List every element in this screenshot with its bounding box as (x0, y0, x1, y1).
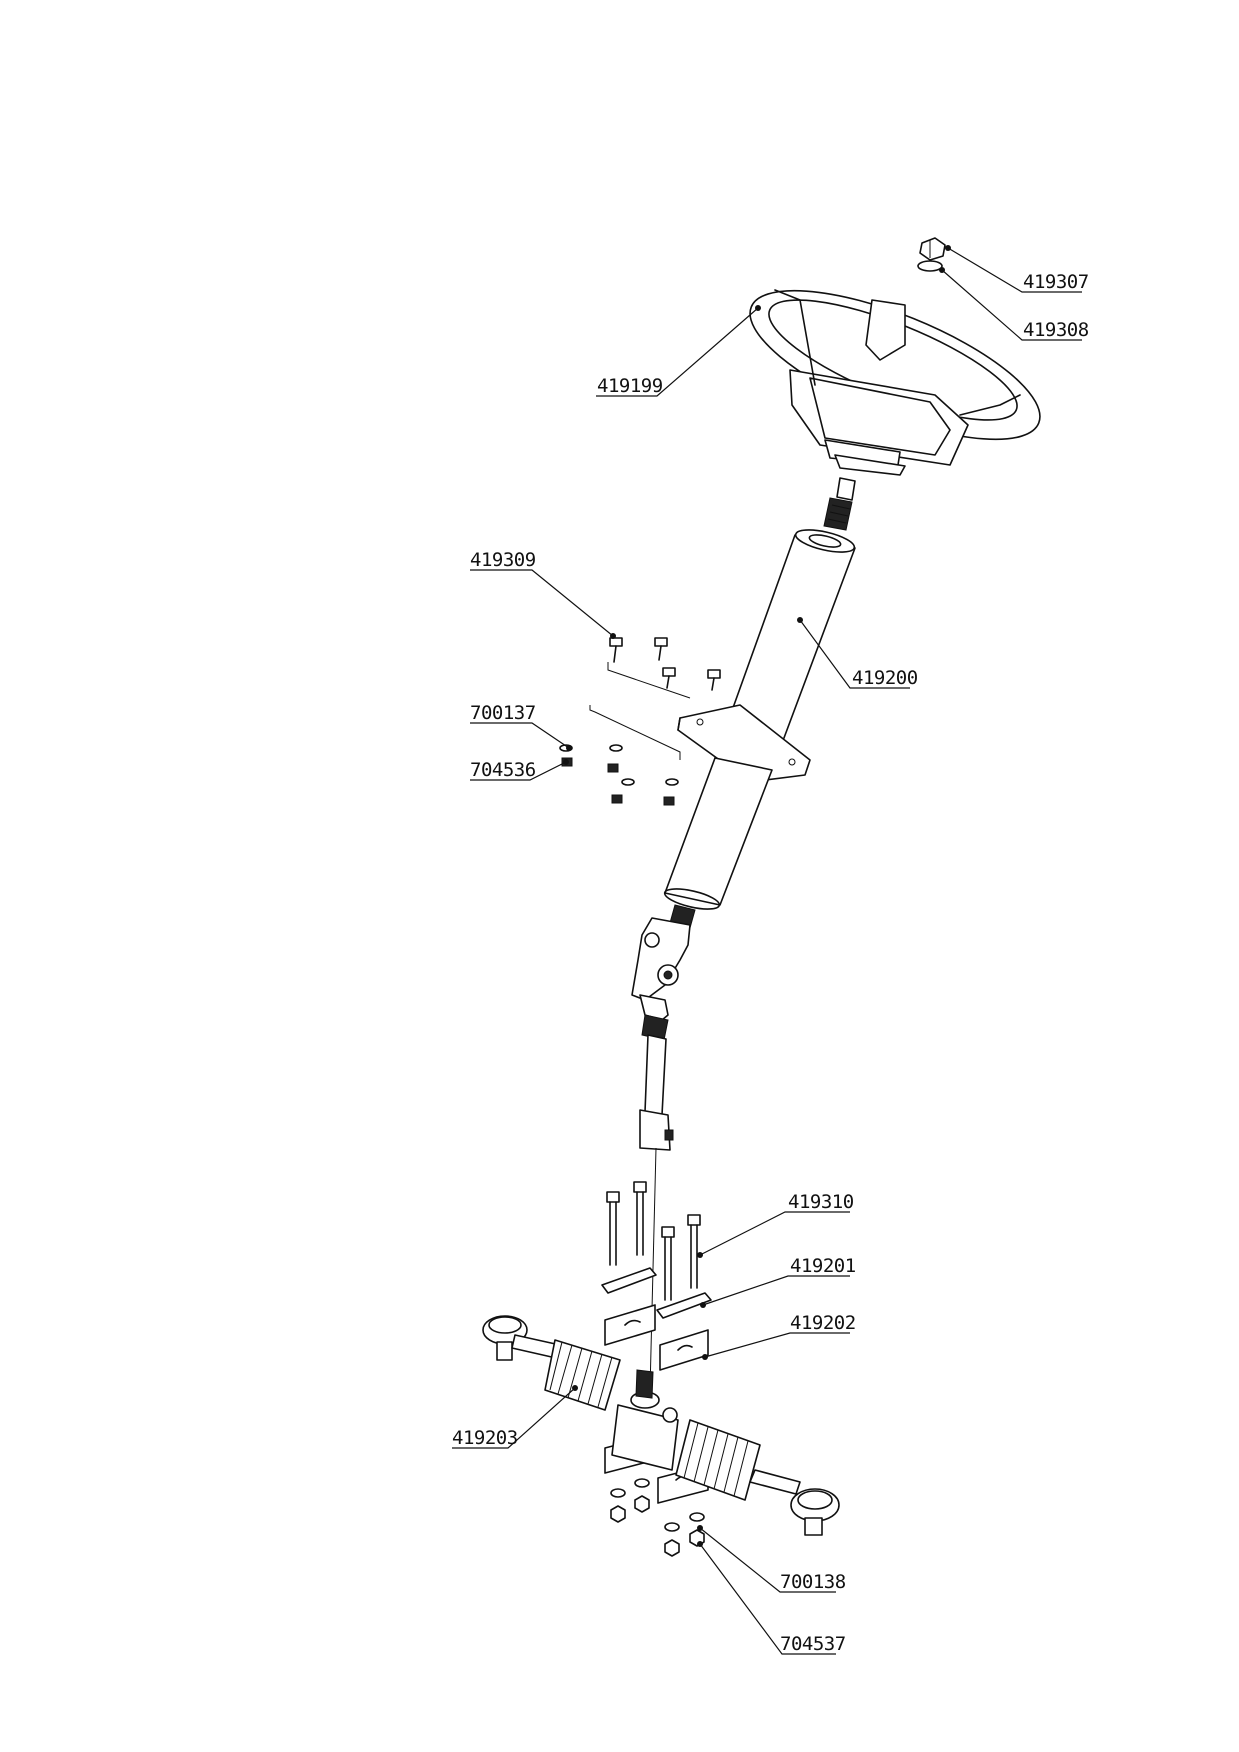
column-mount-bolts (589, 637, 721, 760)
leader-lines (452, 245, 1082, 1655)
callout-labels: 419307 419308 419199 419309 419200 70013… (452, 271, 1089, 1655)
label-700137: 700137 (470, 702, 536, 724)
steering-wheel (749, 289, 1041, 476)
column-washers-nuts (559, 744, 679, 806)
label-419203: 419203 (452, 1427, 518, 1449)
label-700138: 700138 (780, 1571, 846, 1593)
label-419309: 419309 (470, 549, 536, 571)
label-419307: 419307 (1023, 271, 1089, 293)
label-704537: 704537 (780, 1633, 846, 1655)
universal-joint (631, 904, 696, 1041)
shaft-axis (649, 1147, 657, 1391)
label-704536: 704536 (470, 759, 536, 781)
label-419202: 419202 (790, 1312, 856, 1334)
label-419308: 419308 (1023, 319, 1089, 341)
label-419199: 419199 (597, 375, 663, 397)
steering-rack (482, 1315, 840, 1536)
label-419310: 419310 (788, 1191, 854, 1213)
intermediate-shaft (639, 1034, 674, 1151)
label-419200: 419200 (852, 667, 918, 689)
steering-column (663, 529, 856, 910)
top-nut (919, 237, 946, 261)
label-419201: 419201 (790, 1255, 856, 1277)
steering-shaft-top (823, 477, 856, 531)
lower-washers-nuts (610, 1478, 705, 1557)
top-washer (917, 260, 943, 272)
clamp-bolts (606, 1181, 701, 1301)
clamp-plates (601, 1267, 712, 1319)
